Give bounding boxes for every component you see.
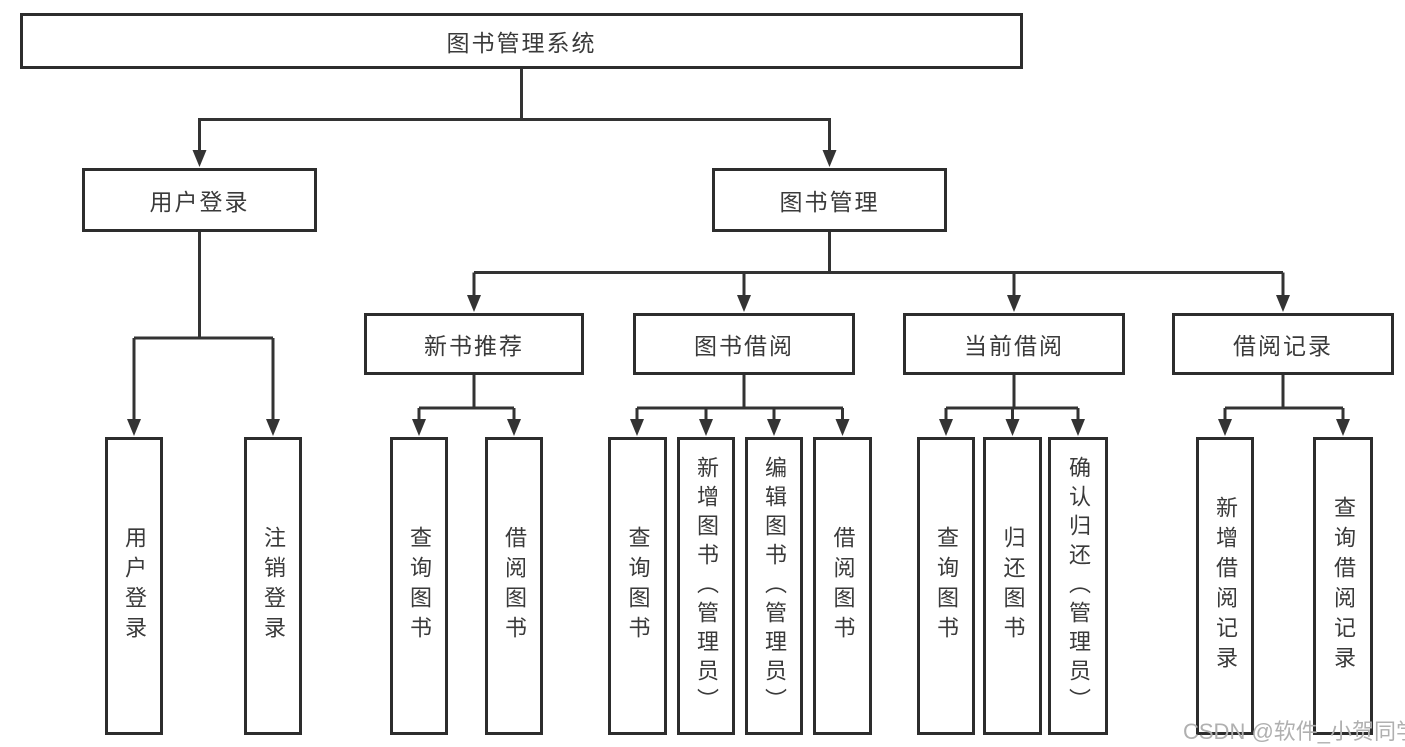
node-label: 查询图书: [625, 526, 651, 646]
node-label: 图书管理: [779, 189, 880, 215]
node-book-management: 图书管理: [712, 168, 947, 232]
connector-userlogin-to-leaves: [127, 232, 280, 436]
node-leaf-query-books-1: 查询图书: [390, 437, 448, 735]
node-leaf-edit-books-admin: 编辑图书（管理员）: [745, 437, 803, 735]
node-label: 借阅记录: [1233, 333, 1333, 359]
node-leaf-query-borrow-record: 查询借阅记录: [1313, 437, 1373, 735]
node-new-book-recommend: 新书推荐: [364, 313, 584, 375]
node-leaf-query-books-2: 查询图书: [608, 437, 667, 735]
node-leaf-borrow-books-2: 借阅图书: [813, 437, 872, 735]
csdn-watermark: CSDN @软件_小贺同学: [1183, 719, 1405, 744]
connector-records-to-leaves: [1218, 375, 1350, 436]
node-system-root: 图书管理系统: [20, 13, 1023, 69]
node-label: 借阅图书: [502, 526, 527, 646]
node-leaf-borrow-books-1: 借阅图书: [485, 437, 543, 735]
node-leaf-query-books-3: 查询图书: [917, 437, 975, 735]
node-book-borrowing: 图书借阅: [633, 313, 855, 375]
connector-root-to-level2: [192, 69, 837, 167]
node-label: 用户登录: [149, 189, 250, 215]
node-label: 当前借阅: [964, 333, 1064, 359]
node-label: 用户登录: [122, 526, 147, 646]
node-user-login: 用户登录: [82, 168, 317, 232]
node-current-borrowing: 当前借阅: [903, 313, 1125, 375]
node-label: 借阅图书: [830, 526, 856, 646]
node-borrow-records: 借阅记录: [1172, 313, 1394, 375]
node-leaf-user-login: 用户登录: [105, 437, 163, 735]
node-label: 图书管理系统: [446, 30, 597, 56]
node-leaf-add-books-admin: 新增图书（管理员）: [677, 437, 735, 735]
node-label: 查询借阅记录: [1331, 496, 1356, 676]
connector-current-to-leaves: [939, 375, 1085, 436]
node-label: 确认归还（管理员）: [1066, 455, 1091, 717]
node-leaf-add-borrow-record: 新增借阅记录: [1196, 437, 1254, 735]
node-leaf-confirm-return-admin: 确认归还（管理员）: [1048, 437, 1108, 735]
node-label: 查询图书: [934, 526, 959, 646]
node-label: 查询图书: [407, 526, 432, 646]
node-label: 新增借阅记录: [1213, 496, 1238, 676]
connector-borrow-to-leaves: [630, 375, 850, 436]
node-leaf-logout: 注销登录: [244, 437, 302, 735]
node-label: 新增图书（管理员）: [694, 455, 719, 717]
node-label: 编辑图书（管理员）: [762, 455, 787, 717]
connector-newbook-to-leaves: [412, 375, 521, 436]
node-label: 归还图书: [1000, 526, 1026, 646]
node-label: 注销登录: [261, 526, 286, 646]
node-leaf-return-books: 归还图书: [983, 437, 1042, 735]
connector-bookmgmt-to-level3: [467, 232, 1290, 312]
node-label: 新书推荐: [424, 333, 524, 359]
node-label: 图书借阅: [694, 333, 794, 359]
